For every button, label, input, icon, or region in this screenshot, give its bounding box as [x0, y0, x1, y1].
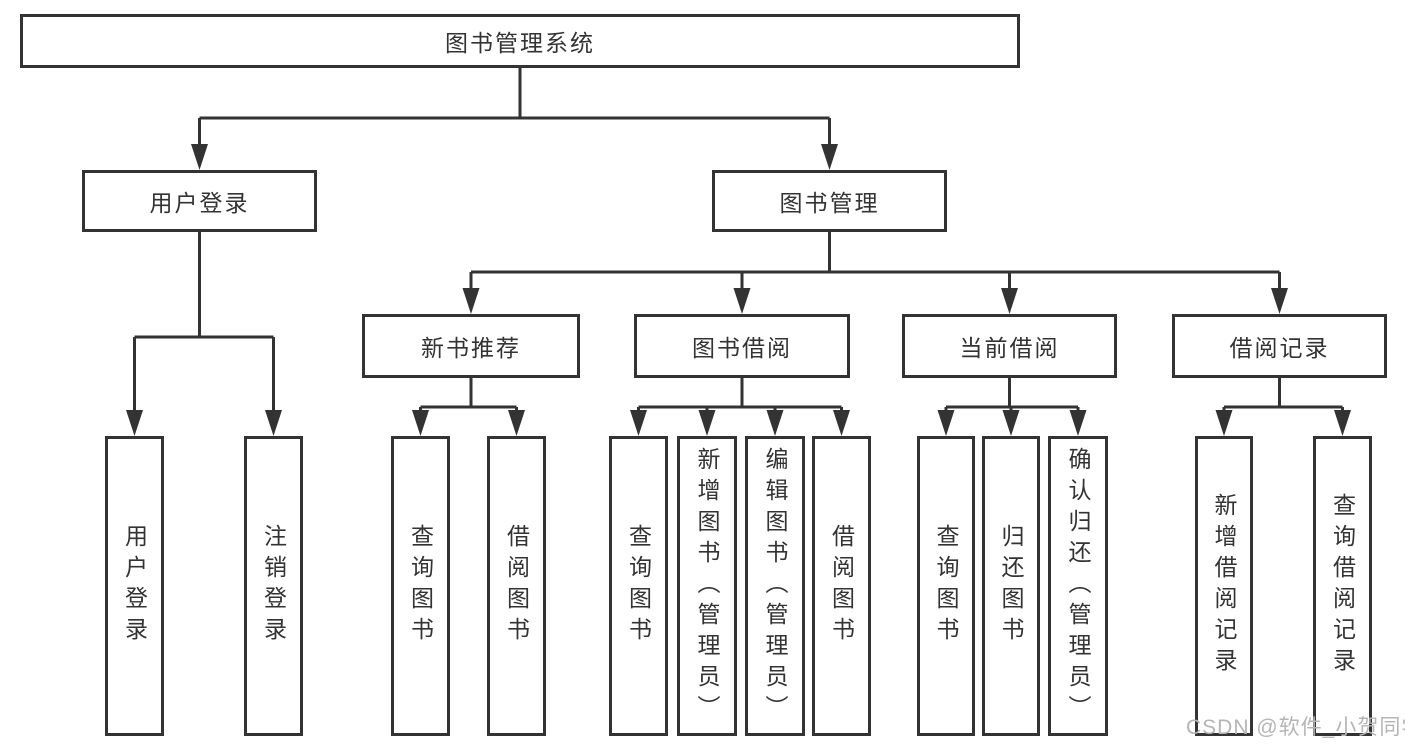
leaf-borrow-add-books-admin: 新增图书（管理员）: [677, 436, 737, 736]
node-root: 图书管理系统: [20, 14, 1020, 68]
node-book-borrowing: 图书借阅: [634, 314, 850, 378]
node-current-borrowing: 当前借阅: [902, 314, 1117, 378]
leaf-records-query-record: 查询借阅记录: [1313, 436, 1372, 736]
watermark: CSDN @软件_小贺同学: [1186, 716, 1405, 739]
leaf-records-add-record: 新增借阅记录: [1195, 436, 1253, 736]
node-borrowing-records: 借阅记录: [1172, 314, 1387, 378]
leaf-current-confirm-return-admin: 确认归还（管理员）: [1048, 436, 1108, 736]
edge-book-management-to-level3: [462, 232, 1288, 314]
edge-root-to-level2: [191, 68, 838, 170]
leaf-borrow-query-books-label: 查询图书: [625, 524, 652, 648]
node-new-book-recommend: 新书推荐: [362, 314, 580, 378]
leaf-borrow-add-books-admin-label: 新增图书（管理员）: [694, 446, 720, 726]
node-book-management: 图书管理: [712, 170, 947, 232]
edge-borrowing-records-to-leaves: [1215, 378, 1351, 436]
node-user-login-label: 用户登录: [149, 190, 250, 216]
leaf-borrow-query-books: 查询图书: [609, 436, 668, 736]
leaf-user-login: 用户登录: [105, 436, 164, 736]
edge-book-borrowing-to-leaves: [630, 378, 850, 436]
node-root-label: 图书管理系统: [445, 30, 595, 56]
leaf-borrow-borrow-books: 借阅图书: [812, 436, 871, 736]
node-user-login: 用户登录: [82, 170, 317, 232]
node-book-borrowing-label: 图书借阅: [692, 335, 792, 361]
leaf-logout-label: 注销登录: [260, 524, 287, 648]
edge-new-book-recommend-to-leaves: [412, 378, 525, 436]
leaf-records-add-record-label: 新增借阅记录: [1211, 493, 1237, 679]
node-new-book-recommend-label: 新书推荐: [421, 335, 521, 361]
leaf-user-login-label: 用户登录: [121, 524, 148, 648]
leaf-current-query-books-label: 查询图书: [933, 524, 959, 648]
edge-user-login-to-leaves: [126, 232, 282, 436]
node-current-borrowing-label: 当前借阅: [959, 335, 1060, 361]
leaf-recommend-query-books-label: 查询图书: [407, 524, 434, 648]
edge-current-borrowing-to-leaves: [937, 378, 1087, 436]
node-book-management-label: 图书管理: [779, 190, 880, 216]
leaf-borrow-borrow-books-label: 借阅图书: [828, 524, 855, 648]
leaf-borrow-edit-books-admin: 编辑图书（管理员）: [745, 436, 805, 736]
leaf-current-query-books: 查询图书: [917, 436, 975, 736]
leaf-current-confirm-return-admin-label: 确认归还（管理员）: [1065, 446, 1091, 726]
leaf-logout: 注销登录: [244, 436, 303, 736]
leaf-recommend-borrow-books-label: 借阅图书: [503, 524, 530, 648]
leaf-current-return-books-label: 归还图书: [998, 524, 1024, 648]
node-borrowing-records-label: 借阅记录: [1229, 335, 1330, 361]
leaf-records-query-record-label: 查询借阅记录: [1329, 493, 1356, 679]
leaf-recommend-borrow-books: 借阅图书: [487, 436, 546, 736]
leaf-borrow-edit-books-admin-label: 编辑图书（管理员）: [762, 446, 788, 726]
leaf-current-return-books: 归还图书: [982, 436, 1040, 736]
leaf-recommend-query-books: 查询图书: [391, 436, 450, 736]
